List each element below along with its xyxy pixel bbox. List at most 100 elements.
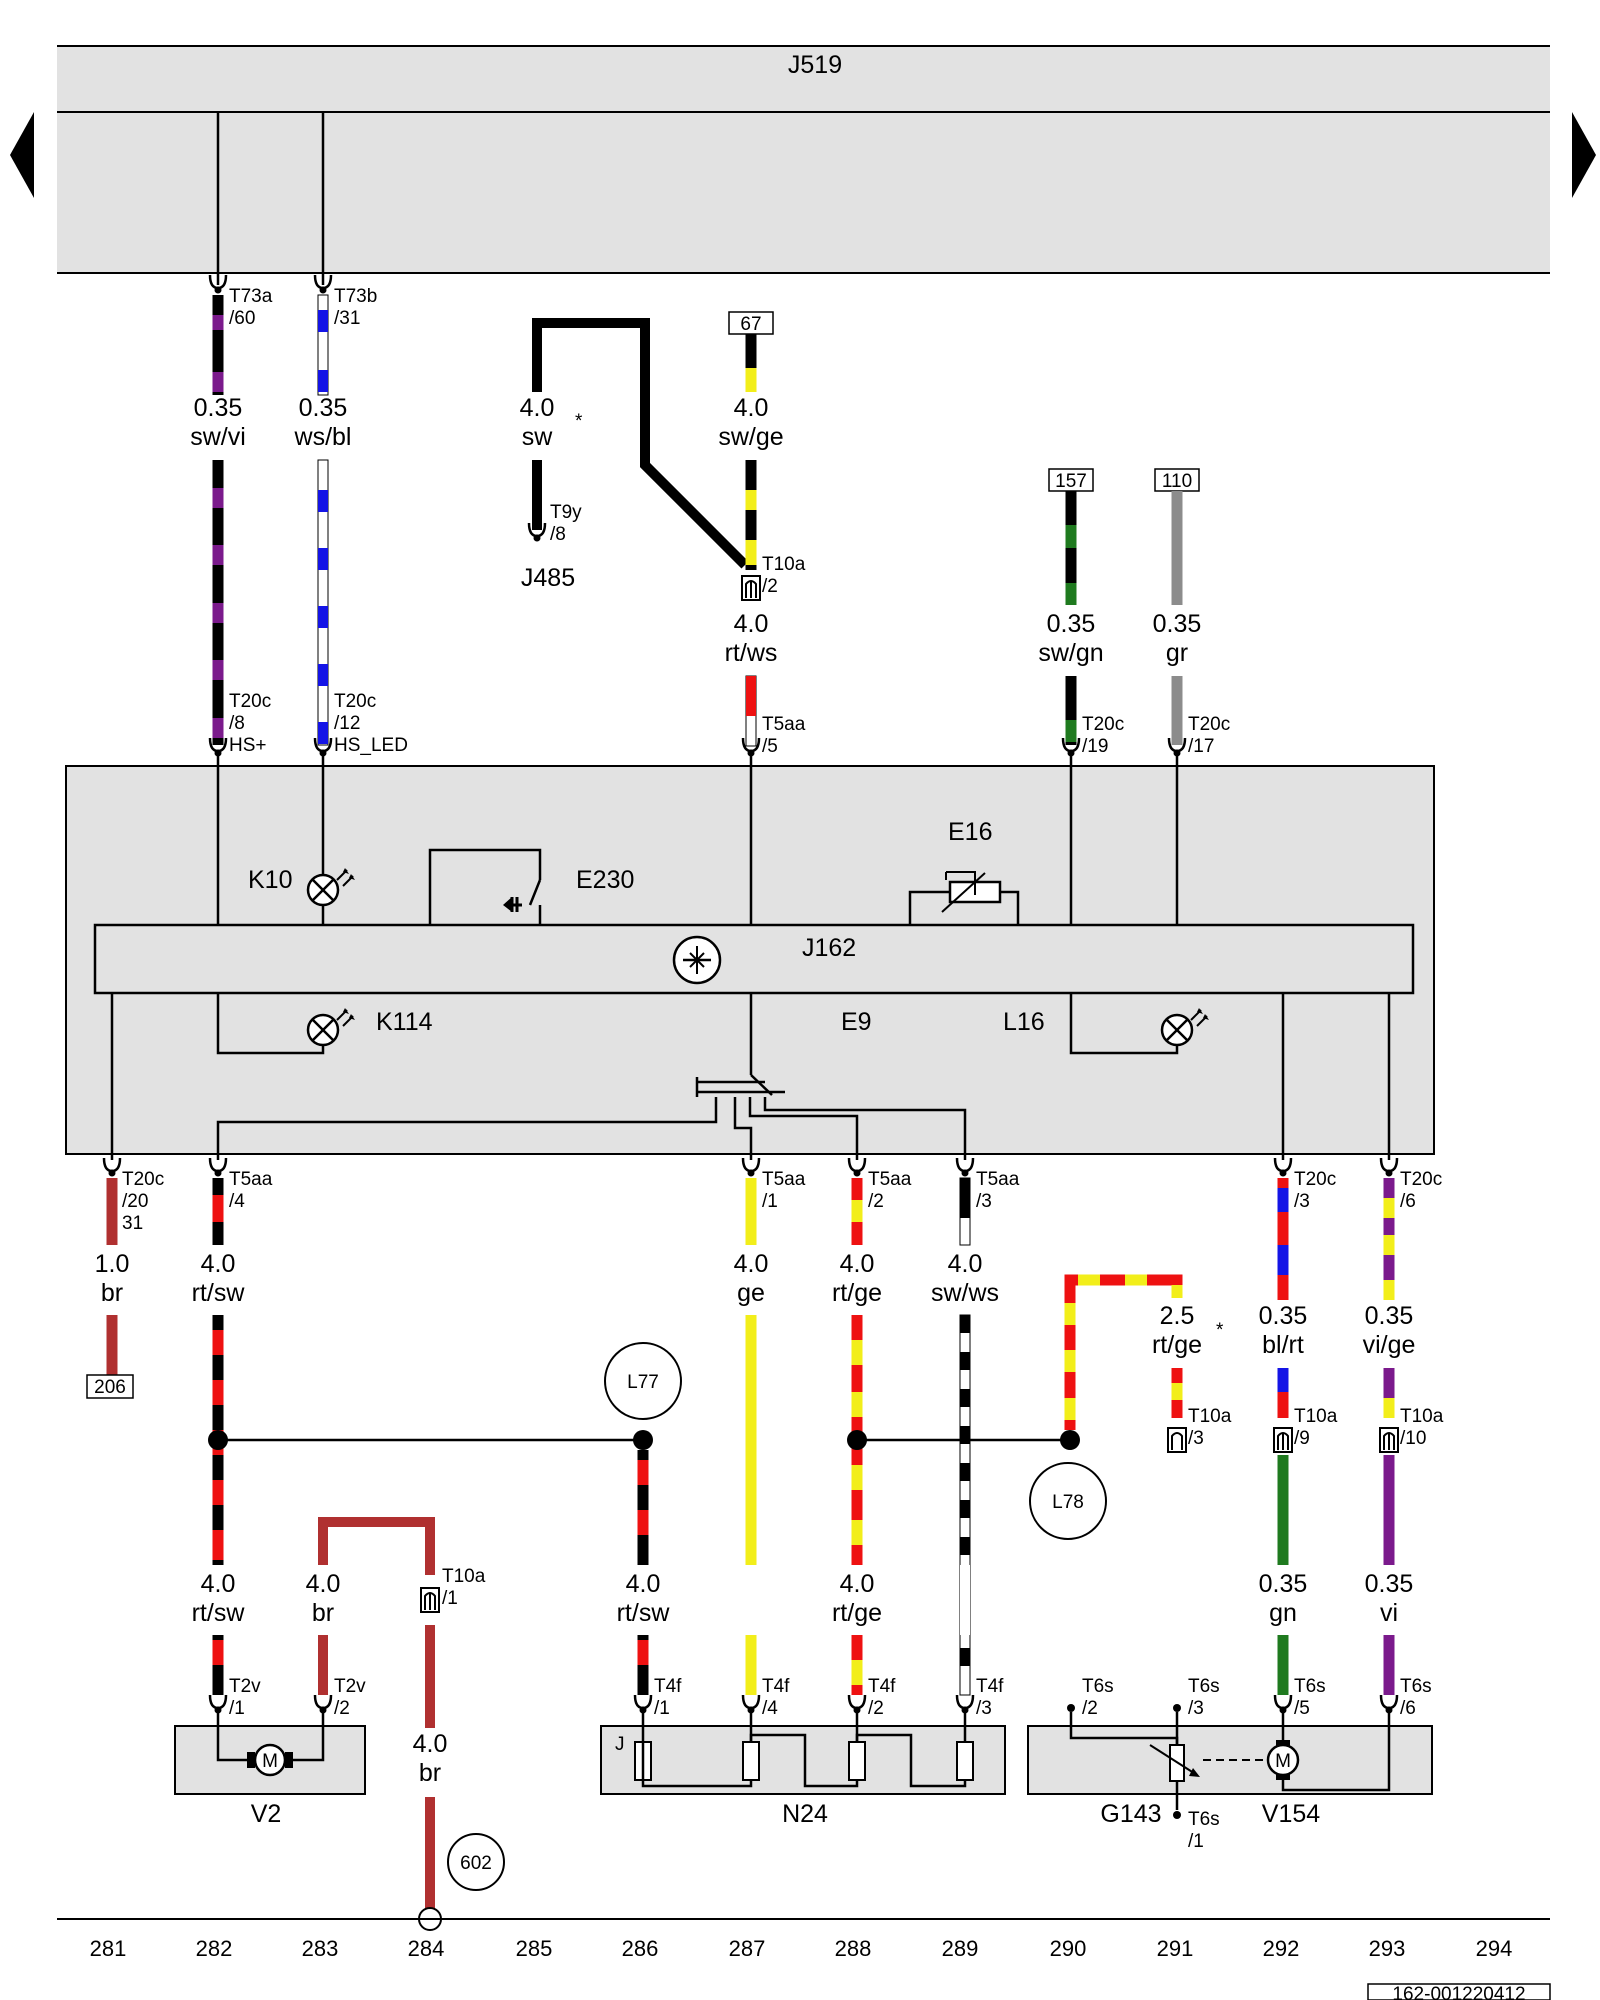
k114-lamp: K114	[216, 993, 433, 1055]
ref-67: 67	[740, 314, 761, 335]
connector-t10a-2-line-1: /2	[762, 576, 778, 597]
wire-label-w-br1-line-0: 1.0	[95, 1250, 130, 1278]
wire-label-w-br3-line-1: br	[419, 1759, 441, 1787]
connector-t20c-6-line-0: T20c	[1400, 1169, 1442, 1190]
n24-resistor: J N24	[600, 1712, 1006, 1828]
track-number-283: 283	[302, 1936, 339, 1961]
wire-label-w-br1-line-1: br	[101, 1279, 123, 1307]
connector-t6s-6-line-1: /6	[1400, 1698, 1416, 1719]
wire-283-284-brown	[313, 1517, 442, 1931]
ground-l77: L77	[604, 1342, 682, 1420]
wire-labels: 0.35sw/vi0.35ws/bl4.0sw4.0sw/ge4.0rt/ws0…	[95, 394, 1416, 1787]
connector-t73a-line-1: /60	[229, 308, 255, 329]
wire-289	[955, 1177, 975, 1715]
connector-t20c-3-line-0: T20c	[1294, 1169, 1336, 1190]
wire-label-w-rtge25-line-1: rt/ge	[1152, 1331, 1202, 1359]
ref-206: 206	[94, 1377, 126, 1398]
connector-t20c-17-line-1: /17	[1188, 736, 1214, 757]
connector-t5aa-4-line-1: /4	[229, 1191, 245, 1212]
wire-label-w-ge-line-1: ge	[737, 1279, 765, 1307]
connector-t6s-2-line-0: T6s	[1082, 1676, 1114, 1697]
track-number-288: 288	[835, 1936, 872, 1961]
wire-label-w-rtsw2-line-0: 4.0	[201, 1570, 236, 1598]
wire-label-w-rtsw1-line-0: 4.0	[201, 1250, 236, 1278]
wire-label-w-rtsw3-line-1: rt/sw	[617, 1599, 671, 1627]
wire-290-upper	[1061, 491, 1081, 925]
connector-t6s-1-line-0: T6s	[1188, 1809, 1220, 1830]
wire-label-w-rtsw2-line-1: rt/sw	[192, 1599, 246, 1627]
connector-t2v-2-line-1: /2	[334, 1698, 350, 1719]
svg-text:K114: K114	[376, 1008, 433, 1036]
ref-110: 110	[1162, 471, 1192, 492]
wire-label-w-swws-line-0: 4.0	[948, 1250, 983, 1278]
connector-t20c-19-line-0: T20c	[1082, 714, 1124, 735]
connector-t6s-3-line-1: /3	[1188, 1698, 1204, 1719]
track-number-290: 290	[1050, 1936, 1087, 1961]
wire-label-w-swgn-line-1: sw/gn	[1038, 639, 1103, 667]
wire-286	[633, 1450, 653, 1715]
wire-293	[1379, 1178, 1399, 1715]
connector-t6s-5-line-1: /5	[1294, 1698, 1310, 1719]
connector-t20c-8-line-0: T20c	[229, 691, 271, 712]
wire-label-w-br2-line-0: 4.0	[306, 1570, 341, 1598]
wire-282-top	[208, 112, 228, 925]
connector-t4f-1-line-1: /1	[654, 1698, 670, 1719]
connector-t4f-4-line-1: /4	[762, 1698, 778, 1719]
svg-text:G143: G143	[1100, 1800, 1161, 1828]
connector-t10a-3-line-1: /3	[1188, 1428, 1204, 1449]
svg-text:E16: E16	[948, 818, 992, 846]
svg-text:J: J	[615, 1734, 625, 1755]
e230-switch: E230	[428, 848, 634, 925]
connector-t6s-3-line-0: T6s	[1188, 1676, 1220, 1697]
connector-t10a-3-line-0: T10a	[1188, 1406, 1232, 1427]
wire-label-w-vi-line-0: 0.35	[1365, 1570, 1414, 1598]
wire-label-w-swvi-line-1: sw/vi	[190, 423, 246, 451]
connector-t20c-12-line-2: HS_LED	[334, 735, 408, 756]
wire-label-w-vi-line-1: vi	[1380, 1599, 1398, 1627]
connector-t4f-4-line-0: T4f	[762, 1676, 790, 1697]
j162-label: J162	[802, 934, 856, 962]
ref-157: 157	[1055, 471, 1087, 492]
wire-label-w-sw-line-0: 4.0	[520, 394, 555, 422]
track-number-285: 285	[516, 1936, 553, 1961]
connector-t20c-8-line-1: /8	[229, 713, 245, 734]
wire-label-w-blrt-line-0: 0.35	[1259, 1302, 1308, 1330]
connector-t10a-2-line-0: T10a	[762, 554, 806, 575]
wire-label-w-swvi-line-0: 0.35	[194, 394, 243, 422]
connector-t20c-19-line-1: /19	[1082, 736, 1108, 757]
connector-t4f-2-line-1: /2	[868, 1698, 884, 1719]
wire-label-w-swgn-line-0: 0.35	[1047, 610, 1096, 638]
j519-control-unit	[57, 46, 1550, 273]
wire-label-w-vige-line-0: 0.35	[1365, 1302, 1414, 1330]
wire-label-w-gr-line-0: 0.35	[1153, 610, 1202, 638]
connector-t4f-3-line-1: /3	[976, 1698, 992, 1719]
svg-text:L16: L16	[1003, 1008, 1045, 1036]
connector-t2v-1-line-0: T2v	[229, 1676, 261, 1697]
wire-291-upper	[1167, 491, 1187, 925]
connector-t5aa-3-line-0: T5aa	[976, 1169, 1020, 1190]
wire-label-w-wsbl-line-0: 0.35	[299, 394, 348, 422]
wire-label-w-wsbl-line-1: ws/bl	[294, 423, 352, 451]
triangle-left-icon[interactable]	[10, 112, 34, 198]
connector-t10a-1-line-0: T10a	[442, 1566, 486, 1587]
svg-text:L78: L78	[1052, 1492, 1084, 1513]
wire-282-lower	[208, 1178, 643, 1715]
connector-t5aa-2-line-0: T5aa	[868, 1169, 912, 1190]
connector-t10a-10-line-1: /10	[1400, 1428, 1426, 1449]
wire-label-w-swge-line-0: 4.0	[734, 394, 769, 422]
wire-label-w-swws-line-1: sw/ws	[931, 1279, 999, 1307]
triangle-right-icon[interactable]	[1572, 112, 1596, 198]
wire-287-upper	[741, 334, 761, 925]
connector-t5aa-4-line-0: T5aa	[229, 1169, 273, 1190]
connector-t5aa-1-line-1: /1	[762, 1191, 778, 1212]
g143-v154-unit: M G143 V154	[1027, 1704, 1433, 1828]
note-star-2: *	[1216, 1320, 1224, 1341]
wire-label-w-rtge2-line-1: rt/ge	[832, 1599, 882, 1627]
electronic-symbol-icon	[672, 935, 722, 985]
connector-t2v-1-line-1: /1	[229, 1698, 245, 1719]
wire-label-w-rtge25-line-0: 2.5	[1160, 1302, 1195, 1330]
track-number-291: 291	[1157, 1936, 1194, 1961]
connector-t10a-1-line-1: /1	[442, 1588, 458, 1609]
wire-label-w-br3-line-0: 4.0	[413, 1730, 448, 1758]
